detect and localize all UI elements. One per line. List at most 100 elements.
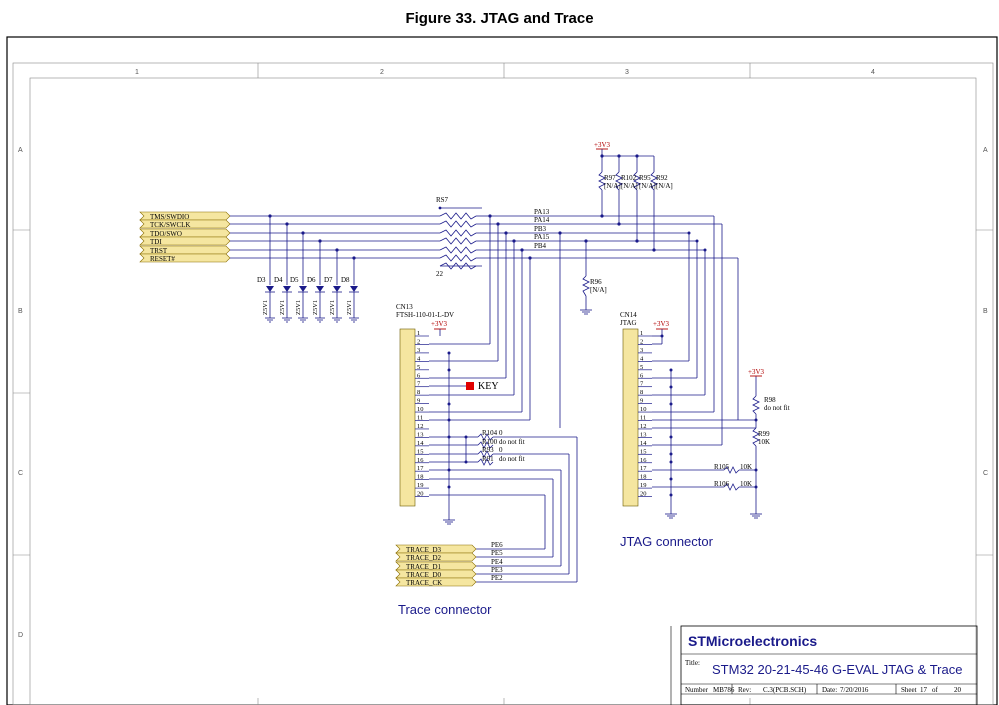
port-tms: TMS/SWDIO [139, 211, 231, 221]
r99-value: 10K [758, 438, 770, 446]
svg-text:D7: D7 [324, 276, 333, 284]
diode-d6: D6 Z5V1 [307, 276, 325, 323]
zone-col-1: 1 [135, 69, 139, 76]
pin-number: 5 [640, 364, 643, 371]
zone-row-a-right: A [983, 147, 988, 154]
cn14-connector: CN14 JTAG +3V3 1234567891011121314151617… [620, 216, 790, 519]
pullup-r92-value: [N/A] [656, 182, 673, 190]
figure-title: Figure 33. JTAG and Trace [405, 10, 594, 27]
port-trace-ck: TRACE_CK [395, 577, 477, 587]
svg-text:Number: Number [685, 686, 709, 694]
port-net-wires [429, 215, 722, 428]
diode-d7: D7 Z5V1 [324, 276, 342, 323]
pin-number: 5 [417, 364, 420, 371]
sheet-number: MB786 [713, 686, 735, 694]
pin-number: 4 [417, 355, 421, 362]
svg-text:Sheet: Sheet [901, 686, 917, 694]
r106-value: 10K [740, 480, 752, 488]
pin-number: 15 [640, 448, 647, 455]
r93-value: 0 [499, 446, 503, 454]
pin-number: 16 [417, 457, 424, 464]
trace-ports: TRACE_D3 TRACE_D2 TRACE_D1 TRACE_D0 TRAC… [395, 544, 477, 587]
svg-text:TRACE_D2: TRACE_D2 [406, 554, 442, 562]
pin-number: 2 [640, 338, 643, 345]
r96-resistor: R96 [N/A] [580, 275, 607, 315]
svg-text:D4: D4 [274, 276, 283, 284]
port-trace-d3: TRACE_D3 [395, 544, 477, 554]
trace-resistors: R104 0 R100 do not fit R93 0 R91 do not … [429, 429, 577, 496]
r100-value: do not fit [499, 438, 525, 446]
cn13-power-label: +3V3 [431, 320, 448, 328]
pullup-r95-ref: R95 [639, 174, 651, 182]
pin-number: 8 [417, 389, 420, 396]
zone-col-4: 4 [871, 69, 875, 76]
r106-ref: R106 [714, 480, 730, 488]
title-block: STMicroelectronics Title: STM32 20-21-45… [670, 625, 978, 705]
pin-number: 1 [417, 330, 420, 337]
pin-number: 18 [640, 474, 647, 481]
svg-text:PA14: PA14 [534, 216, 550, 224]
svg-text:PE6: PE6 [491, 541, 503, 549]
rs7-value: 22 [436, 270, 444, 278]
rs7-network: RS7 22 [436, 196, 738, 278]
svg-text:Date:: Date: [822, 686, 837, 694]
pullup-r97-value: [N/A] [604, 182, 621, 190]
zone-row-a-left: A [18, 147, 23, 154]
left-signal-ports: TMS/SWDIO TCK/SWCLK TDO/SWO TDI TRST RES… [139, 211, 231, 263]
svg-text:Z5V1: Z5V1 [262, 300, 269, 315]
pin-number: 3 [640, 347, 643, 354]
pin-number: 20 [417, 491, 424, 498]
zone-row-c-right: C [983, 470, 988, 477]
svg-text:TRACE_D0: TRACE_D0 [406, 571, 442, 579]
r105-value: 10K [740, 463, 752, 471]
zone-row-b-left: B [18, 308, 23, 315]
pin-number: 14 [417, 440, 424, 447]
pin-number: 13 [640, 431, 647, 438]
diode-d3: D3 Z5V1 [257, 276, 275, 323]
pin-number: 14 [640, 440, 647, 447]
pullup-r102-ref: R102 [621, 174, 637, 182]
r91-value: do not fit [499, 455, 525, 463]
r104-value: 0 [499, 429, 503, 437]
r104-ref: R104 [482, 429, 498, 437]
pin-number: 19 [417, 482, 424, 489]
pullup-r97-ref: R97 [604, 174, 616, 182]
pullup-r95-value: [N/A] [639, 182, 656, 190]
r100-ref: R100 [482, 438, 498, 446]
cn13-part: FTSH-110-01-L-DV [396, 311, 454, 319]
svg-text:Z5V1: Z5V1 [346, 300, 353, 315]
sheet-index: 17 [920, 686, 928, 694]
pin-number: 2 [417, 338, 420, 345]
pin-number: 6 [640, 372, 644, 379]
svg-text:D8: D8 [341, 276, 350, 284]
zone-col-3: 3 [625, 69, 629, 76]
pin-number: 11 [417, 415, 423, 422]
svg-text:Z5V1: Z5V1 [329, 300, 336, 315]
svg-text:Z5V1: Z5V1 [312, 300, 319, 315]
drawing-border [29, 77, 977, 705]
svg-text:R96: R96 [590, 278, 602, 286]
port-net-labels: PA13 PA14 PB3 PA15 PB4 [534, 208, 550, 250]
port-label: TDI [150, 238, 162, 246]
port-label: RESET# [150, 255, 175, 263]
zone-row-b-right: B [983, 308, 988, 315]
svg-text:TRACE_D3: TRACE_D3 [406, 546, 442, 554]
zone-row-c-left: C [18, 470, 23, 477]
pullup-power-label: +3V3 [594, 141, 611, 149]
outer-frame [6, 36, 998, 705]
svg-text:D6: D6 [307, 276, 316, 284]
svg-text:PA13: PA13 [534, 208, 550, 216]
jtag-caption: JTAG connector [620, 534, 714, 549]
pin-number: 12 [417, 423, 424, 430]
r98-value: do not fit [764, 404, 790, 412]
port-trace-d1: TRACE_D1 [395, 561, 477, 571]
port-tdi: TDI [139, 236, 231, 246]
sheet-date: 7/20/2016 [840, 686, 869, 694]
port-trace-d2: TRACE_D2 [395, 552, 477, 562]
pullup-r102-value: [N/A] [621, 182, 638, 190]
pin-number: 7 [417, 381, 421, 388]
sheet-title: STM32 20-21-45-46 G-EVAL JTAG & Trace [712, 662, 962, 677]
r98-power-label: +3V3 [748, 368, 765, 376]
trace-wires [476, 437, 578, 583]
pin-number: 15 [417, 448, 424, 455]
